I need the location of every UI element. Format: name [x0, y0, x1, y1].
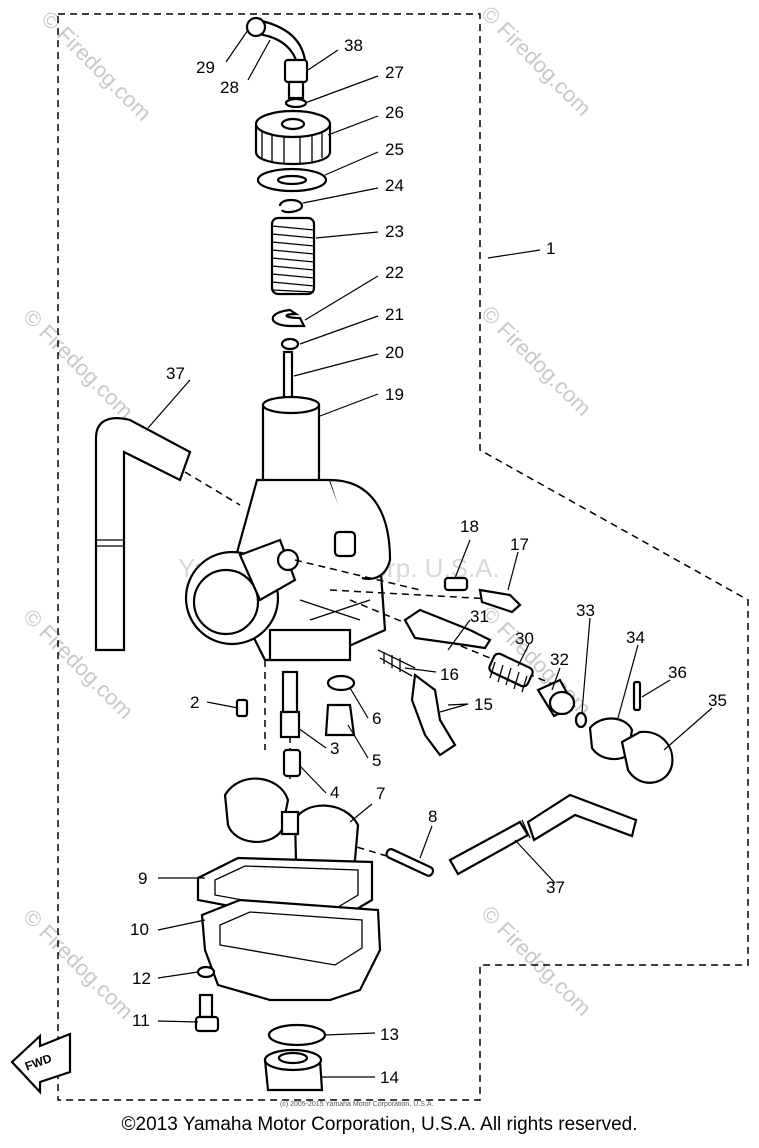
part-label-16: 16 [440, 665, 459, 684]
watermark-firedog: © Firedog.com [18, 904, 138, 1024]
watermark-firedog: © Firedog.com [18, 304, 138, 424]
fwd-arrow: FWD [10, 1032, 72, 1095]
part-label-27: 27 [385, 63, 404, 82]
leader-lines [147, 29, 713, 1078]
mixing-chamber-top [254, 109, 332, 166]
float-pin [385, 848, 435, 877]
part-label-30: 30 [515, 629, 534, 648]
part-label-14: 14 [380, 1068, 399, 1087]
overflow-hose-right [448, 793, 638, 876]
part-label-21: 21 [385, 305, 404, 324]
part-label-3: 3 [330, 739, 339, 758]
part-label-19: 19 [385, 385, 404, 404]
small-print: (c) 2005-2015 Yamaha Motor Corporation, … [280, 1101, 433, 1108]
starter-plunger [403, 608, 492, 650]
assembly-boundary [57, 13, 749, 1101]
throttle-stop-screw [443, 576, 522, 614]
part-label-11: 11 [132, 1011, 150, 1030]
clip [278, 198, 304, 214]
part-label-36: 36 [668, 663, 687, 682]
part-label-7: 7 [376, 784, 385, 803]
needle-clip [280, 337, 300, 351]
jet-parts [235, 670, 356, 778]
pilot-screw [377, 649, 457, 757]
gasket-washer [256, 167, 328, 193]
watermark-firedog: © Firedog.com [476, 1, 596, 121]
part-label-6: 6 [372, 709, 381, 728]
float-chamber [200, 898, 382, 1002]
part-label-2: 2 [190, 693, 199, 712]
watermark-firedog: © Firedog.com [36, 6, 156, 126]
part-label-9: 9 [138, 869, 147, 888]
throttle-valve [261, 395, 321, 487]
part-label-18: 18 [460, 517, 479, 536]
starter-nut [536, 678, 576, 718]
drain-plug [263, 1048, 324, 1092]
part-labels: 29 28 38 27 26 25 24 23 22 21 20 19 1 37… [130, 36, 727, 1087]
carburetor-body [184, 478, 392, 662]
part-label-38: 38 [344, 36, 363, 55]
part-label-37-right: 37 [546, 878, 565, 897]
part-label-5: 5 [372, 751, 381, 770]
starter-spring [488, 652, 534, 693]
starter-cap-parts [574, 680, 674, 784]
part-label-24: 24 [385, 176, 404, 195]
retaining-clip [271, 308, 306, 328]
washer [196, 965, 216, 979]
vent-hose-left [94, 417, 192, 652]
part-label-12: 12 [132, 969, 151, 988]
part-label-4: 4 [330, 783, 339, 802]
float [223, 777, 360, 877]
part-label-33: 33 [576, 601, 595, 620]
copyright-notice: ©2013 Yamaha Motor Corporation, U.S.A. A… [121, 1114, 638, 1135]
part-label-22: 22 [385, 263, 404, 282]
part-label-29: 29 [196, 58, 215, 77]
part-label-23: 23 [385, 222, 404, 241]
part-label-17: 17 [510, 535, 529, 554]
part-label-26: 26 [385, 103, 404, 122]
part-label-13: 13 [380, 1025, 399, 1044]
part-label-8: 8 [428, 807, 437, 826]
part-label-32: 32 [550, 650, 569, 669]
watermark-firedog: © Firedog.com [476, 901, 596, 1021]
part-label-10: 10 [130, 920, 149, 939]
part-label-34: 34 [626, 628, 645, 647]
cable-adjuster [245, 16, 309, 109]
o-ring [267, 1023, 327, 1047]
part-label-35: 35 [708, 691, 727, 710]
part-label-20: 20 [385, 343, 404, 362]
part-label-31: 31 [470, 607, 489, 626]
part-label-15: 15 [474, 695, 493, 714]
chamber-screw [194, 993, 220, 1033]
part-label-28: 28 [220, 78, 239, 97]
part-label-25: 25 [385, 140, 404, 159]
watermark-firedog: © Firedog.com [476, 301, 596, 421]
throttle-spring [270, 216, 316, 296]
part-label-37-left: 37 [166, 364, 185, 383]
part-label-1: 1 [546, 239, 555, 258]
